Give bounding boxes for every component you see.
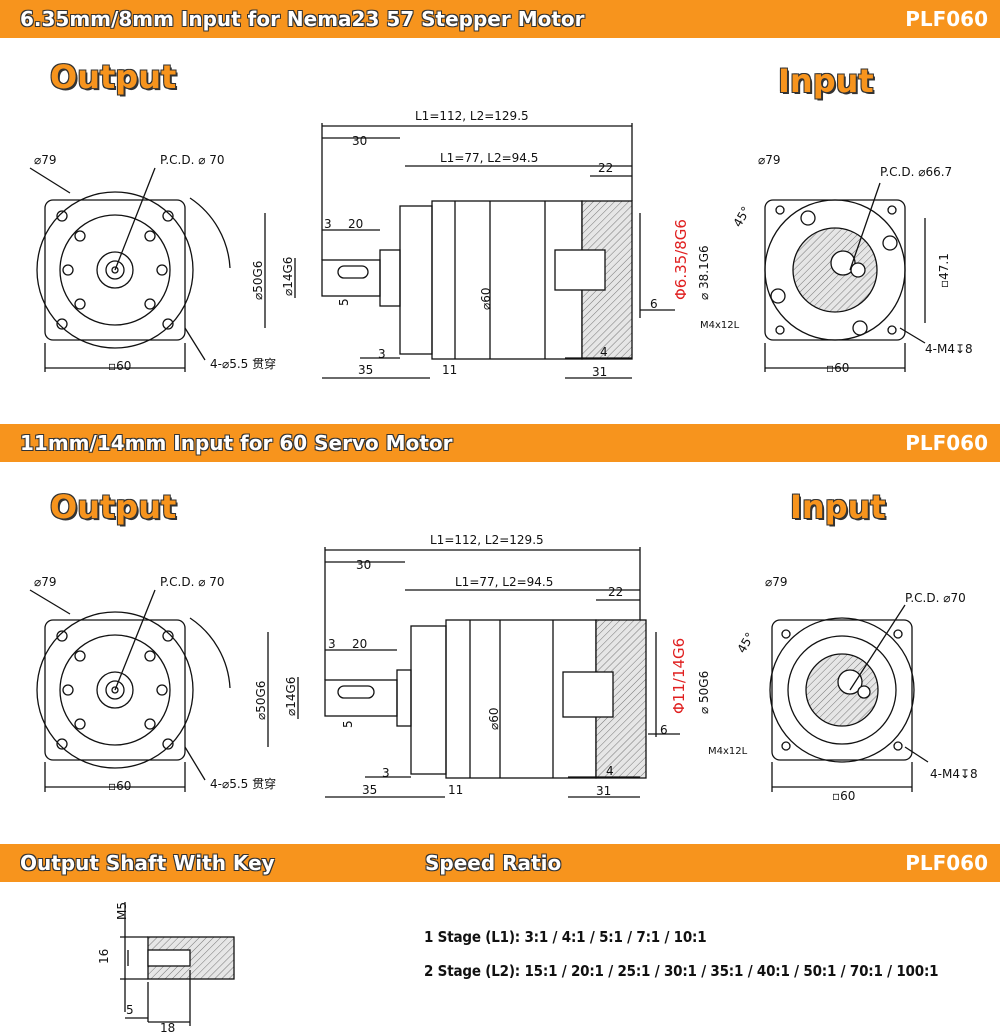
shaft-title: Output Shaft With Key: [20, 851, 275, 875]
section2-output-label: Output: [50, 488, 177, 526]
s1-d14: ⌀14G6: [281, 257, 295, 296]
s1-d3a: 3: [324, 217, 332, 231]
s2-d3b: 3: [382, 766, 390, 780]
section2-model: PLF060: [905, 431, 988, 455]
s1-pilot: ⌀ 38.1G6: [697, 245, 711, 300]
s1-d4: 4: [600, 345, 608, 359]
s1-in-square: ▫60: [826, 361, 849, 375]
ratio-title: Speed Ratio: [425, 851, 562, 875]
s1-d31: 31: [592, 365, 607, 379]
s2-d14: ⌀14G6: [284, 677, 298, 716]
s1-out-od: ⌀79: [34, 153, 57, 167]
s2-d22: 22: [608, 585, 623, 599]
shaft-key-drawing: M5 16 5 18: [97, 902, 235, 1033]
s2-d3a: 3: [328, 637, 336, 651]
section2-input-face: [769, 604, 929, 792]
s1-out-square: ▫60: [108, 359, 131, 373]
shaft-d18: 18: [160, 1021, 175, 1033]
s2-pilot: ⌀ 50G6: [697, 671, 711, 714]
s2-l-total: L1=112, L2=129.5: [430, 533, 544, 547]
section2-drawing: ⌀79 P.C.D. ⌀ 70 ▫60 4-⌀5.5 贯穿 L1=112, L2…: [29, 533, 978, 803]
section2-output-face: [29, 589, 231, 792]
s2-out-holes: 4-⌀5.5 贯穿: [210, 776, 276, 791]
s1-l-body: L1=77, L2=94.5: [440, 151, 538, 165]
s2-d20: 20: [352, 637, 367, 651]
s1-out-pcd: P.C.D. ⌀ 70: [160, 153, 225, 167]
s2-d31: 31: [596, 784, 611, 798]
s2-l-body: L1=77, L2=94.5: [455, 575, 553, 589]
s2-out-pcd: P.C.D. ⌀ 70: [160, 575, 225, 589]
s2-d60: ⌀60: [487, 708, 501, 731]
section2-side-view: [267, 547, 680, 798]
section1-output-label: Output: [50, 58, 177, 96]
section2-header: 11mm/14mm Input for 60 Servo Motor PLF06…: [0, 424, 1000, 462]
s1-in-angle: 45°: [730, 204, 753, 229]
s1-input-bore: Φ6.35/8G6: [672, 219, 690, 300]
section2-title: 11mm/14mm Input for 60 Servo Motor: [20, 431, 453, 455]
s1-d22: 22: [598, 161, 613, 175]
s2-d6: 6: [660, 723, 668, 737]
ratio-stage2: 2 Stage (L2): 15:1 / 20:1 / 25:1 / 30:1 …: [424, 962, 939, 980]
ratio-stage1: 1 Stage (L1): 3:1 / 4:1 / 5:1 / 7:1 / 10…: [424, 928, 707, 946]
section1-side-view: [264, 123, 675, 379]
s2-in-pcd: P.C.D. ⌀70: [905, 591, 966, 605]
s2-in-angle: 45°: [734, 630, 757, 655]
s1-in-sq: ▫47.1: [937, 253, 951, 288]
s2-in-holes: 4-M4↧8: [930, 767, 978, 781]
s1-thread: M4x12L: [700, 320, 740, 331]
section1-output-face: [29, 167, 231, 372]
section1-input-label: Input: [778, 62, 874, 100]
s1-d35: 35: [358, 363, 373, 377]
s2-d4: 4: [606, 764, 614, 778]
s1-in-pcd: P.C.D. ⌀66.7: [880, 165, 952, 179]
bottom-header: Output Shaft With Key Speed Ratio PLF060: [0, 844, 1000, 882]
s1-d6: 6: [650, 297, 658, 311]
section1-input-face: [764, 182, 926, 372]
s2-out-square: ▫60: [108, 779, 131, 793]
s1-d20: 20: [348, 217, 363, 231]
section1-title: 6.35mm/8mm Input for Nema23 57 Stepper M…: [20, 7, 585, 31]
s1-d60: ⌀60: [479, 288, 493, 311]
shaft-section: [120, 902, 235, 1026]
s2-out-od: ⌀79: [34, 575, 57, 589]
s2-thread: M4x12L: [708, 746, 748, 757]
s2-in-od: ⌀79: [765, 575, 788, 589]
s1-d5: 5: [337, 298, 351, 306]
shaft-d16: 16: [97, 949, 111, 964]
section1-model: PLF060: [905, 7, 988, 31]
s2-d35: 35: [362, 783, 377, 797]
s2-input-bore: Φ11/14G6: [670, 638, 688, 714]
s2-in-square: ▫60: [832, 789, 855, 803]
section1-header: 6.35mm/8mm Input for Nema23 57 Stepper M…: [0, 0, 1000, 38]
s2-d30: 30: [356, 558, 371, 572]
s1-out-holes: 4-⌀5.5 贯穿: [210, 356, 276, 371]
s1-d30: 30: [352, 134, 367, 148]
s1-l-total: L1=112, L2=129.5: [415, 109, 529, 123]
section1-drawing: ⌀79 P.C.D. ⌀ 70 ▫60 4-⌀5.5 贯穿 L1=112, L2…: [29, 109, 973, 379]
s1-d11: 11: [442, 363, 457, 377]
bottom-model: PLF060: [905, 851, 988, 875]
s2-d50: ⌀50G6: [254, 681, 268, 720]
shaft-d5: 5: [126, 1003, 134, 1017]
section2-input-label: Input: [790, 488, 886, 526]
s1-d3b: 3: [378, 347, 386, 361]
s2-d5: 5: [341, 720, 355, 728]
shaft-m5: M5: [115, 902, 129, 920]
s1-in-od: ⌀79: [758, 153, 781, 167]
s1-d50: ⌀50G6: [251, 261, 265, 300]
s1-in-holes: 4-M4↧8: [925, 342, 973, 356]
s2-d11: 11: [448, 783, 463, 797]
